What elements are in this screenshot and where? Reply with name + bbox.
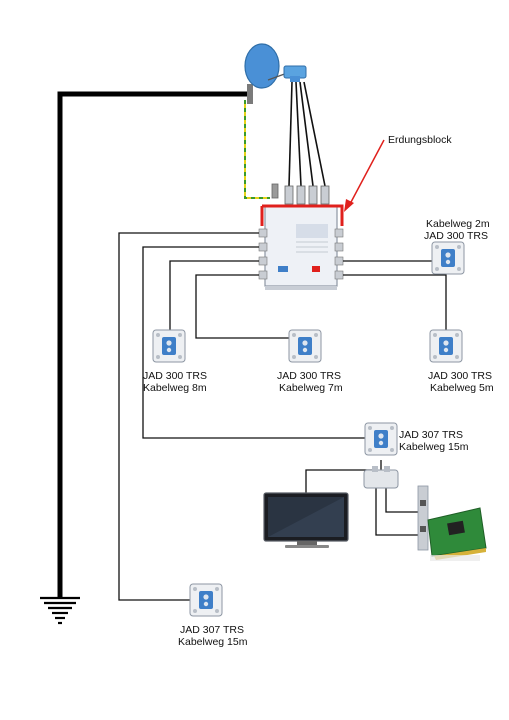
grounding-wire bbox=[244, 100, 270, 199]
splitter-icon bbox=[363, 466, 399, 489]
antenna-socket-icon bbox=[429, 329, 463, 363]
socket-left-line2: Kabelweg 8m bbox=[143, 382, 207, 394]
satellite-dish-icon bbox=[244, 43, 291, 104]
socket-top-right-line1: Kabelweg 2m bbox=[426, 218, 490, 230]
grounding-block-outline bbox=[260, 139, 385, 226]
tv-monitor-icon bbox=[263, 492, 349, 548]
antenna-socket-icon bbox=[152, 329, 186, 363]
lnb-cables bbox=[288, 81, 326, 187]
socket-left-line1: JAD 300 TRS bbox=[143, 370, 207, 382]
lnb-icon bbox=[283, 65, 307, 82]
ground-conductor bbox=[57, 91, 250, 598]
socket-jad307-bottom-line2: Kabelweg 15m bbox=[178, 636, 248, 648]
socket-jad307-top-line1: JAD 307 TRS bbox=[399, 429, 463, 441]
grounding-block-label: Erdungsblock bbox=[388, 134, 452, 146]
antenna-socket-icon bbox=[431, 241, 465, 275]
antenna-socket-icon bbox=[364, 422, 398, 456]
multiswitch-icon bbox=[258, 205, 344, 290]
socket-middle-line2: Kabelweg 7m bbox=[279, 382, 343, 394]
socket-right-line2: Kabelweg 5m bbox=[430, 382, 494, 394]
socket-middle-line1: JAD 300 TRS bbox=[277, 370, 341, 382]
antenna-socket-icon bbox=[288, 329, 322, 363]
antenna-socket-icon bbox=[189, 583, 223, 617]
socket-jad307-bottom-line1: JAD 307 TRS bbox=[180, 624, 244, 636]
output-cables bbox=[118, 232, 447, 601]
f-connectors bbox=[271, 183, 330, 205]
tv-card-icon bbox=[417, 485, 487, 561]
ground-symbol-icon bbox=[40, 596, 80, 625]
socket-jad307-top-line2: Kabelweg 15m bbox=[399, 441, 469, 453]
socket-right-line1: JAD 300 TRS bbox=[428, 370, 492, 382]
socket-top-right-line2: JAD 300 TRS bbox=[424, 230, 488, 242]
